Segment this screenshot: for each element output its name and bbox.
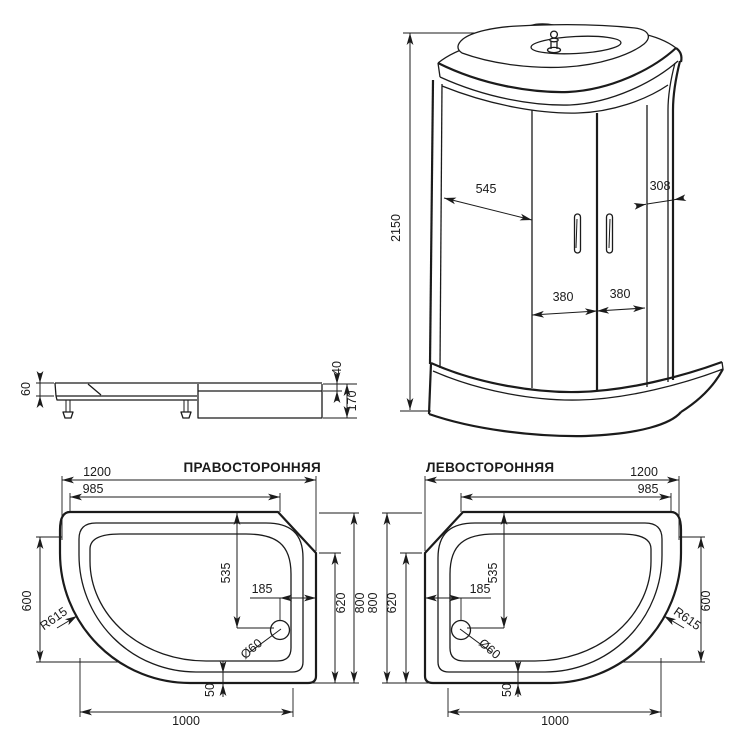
knob-collar bbox=[549, 37, 559, 43]
glass-top-curve bbox=[441, 84, 669, 114]
tray-legs bbox=[62, 400, 192, 419]
door-right-label: 380 bbox=[610, 287, 631, 301]
roof-slab-front-top bbox=[437, 47, 677, 94]
drain-from-edge-label: 185 bbox=[470, 582, 491, 596]
door-handles bbox=[573, 213, 614, 254]
front-panel-box bbox=[197, 384, 323, 419]
depth-label: 60 bbox=[19, 382, 33, 396]
tray-plan-right-version: ПРАВОСТОРОННЯЯ 1200 985 535 185 Ø60 R615… bbox=[20, 460, 367, 728]
body-left-inner-edge bbox=[439, 83, 443, 369]
cabin-base-tray bbox=[427, 360, 724, 438]
side-inner-label: 620 bbox=[385, 593, 399, 614]
ledge-label: 50 bbox=[203, 683, 217, 697]
roof-slab-front-bottom bbox=[439, 60, 679, 106]
side-inner-label: 620 bbox=[334, 593, 348, 614]
knob-base bbox=[546, 46, 562, 54]
door-right-dim-line bbox=[596, 305, 646, 314]
body-right-outer-edge bbox=[671, 60, 682, 380]
cabin-height-label: 2150 bbox=[389, 214, 403, 242]
door-left-label: 380 bbox=[553, 290, 574, 304]
tray-straight-top-label: 985 bbox=[638, 482, 659, 496]
side-outer-label: 600 bbox=[20, 591, 34, 612]
segment-left-label: 545 bbox=[476, 182, 497, 196]
segment-right-dim-line bbox=[646, 199, 674, 205]
body-right-inner-edge bbox=[667, 62, 676, 382]
rim-height-label: 40 bbox=[330, 361, 344, 375]
tray-profile-left-edge bbox=[54, 382, 57, 397]
title-right-version: ПРАВОСТОРОННЯЯ bbox=[184, 460, 321, 475]
tray-straight-top-label: 985 bbox=[83, 482, 104, 496]
front-width-label: 1000 bbox=[541, 714, 569, 728]
corner-radius-label: R615 bbox=[37, 604, 70, 633]
front-width-label: 1000 bbox=[172, 714, 200, 728]
drain-from-top-label: 535 bbox=[486, 563, 500, 584]
side-outer-label: 600 bbox=[699, 591, 713, 612]
tray-side-view: 60 40 170 bbox=[19, 361, 359, 419]
segment-right-label: 308 bbox=[650, 179, 671, 193]
roof-slab-left-edge bbox=[437, 62, 441, 78]
tray-basin-slope bbox=[87, 383, 102, 396]
drain-from-edge-label: 185 bbox=[252, 582, 273, 596]
tray-plan-left-version: ЛЕВОСТОРОННЯЯ 1200 985 535 185 Ø60 R615 … bbox=[366, 460, 713, 728]
knob-ball bbox=[549, 30, 559, 39]
drain-from-top-label: 535 bbox=[219, 563, 233, 584]
title-left-version: ЛЕВОСТОРОННЯЯ bbox=[426, 460, 554, 475]
tray-depth-label: 800 bbox=[353, 593, 367, 614]
tray-width-label: 1200 bbox=[83, 465, 111, 479]
segment-left-dim-line bbox=[443, 197, 533, 221]
tray-lip bbox=[55, 395, 197, 401]
door-left-dim-line bbox=[531, 308, 598, 318]
door-handle-left bbox=[573, 213, 582, 254]
cabin-front-view: 2150 545 308 380 380 bbox=[389, 23, 724, 438]
roof-slab-right-corner bbox=[675, 47, 683, 63]
body-left-outer-edge bbox=[428, 79, 435, 365]
total-height-label: 170 bbox=[345, 391, 359, 412]
ledge-label: 50 bbox=[500, 683, 514, 697]
tray-depth-label: 800 bbox=[366, 593, 380, 614]
tray-width-label: 1200 bbox=[630, 465, 658, 479]
